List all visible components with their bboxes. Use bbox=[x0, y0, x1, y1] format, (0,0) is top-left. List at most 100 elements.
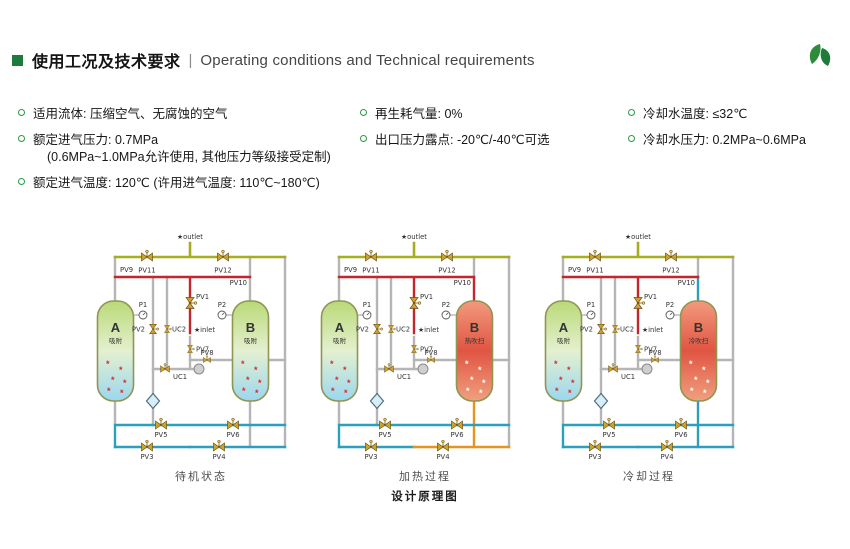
tank-a-letter: A bbox=[111, 320, 121, 335]
label-p1: P1 bbox=[587, 301, 595, 309]
tank-b-body bbox=[455, 299, 494, 402]
label-pv7: PV7 bbox=[644, 345, 657, 353]
svg-text:*: * bbox=[571, 378, 575, 388]
brand-logo bbox=[809, 44, 831, 66]
spec-item-inlet-pressure: 额定进气压力: 0.7MPa (0.6MPa~1.0MPa允许使用, 其他压力等… bbox=[18, 132, 360, 166]
gauge-p1-icon bbox=[362, 310, 372, 319]
pipe-bottom-line1 bbox=[337, 423, 511, 448]
specs-section: 适用流体: 压缩空气、无腐蚀的空气 额定进气压力: 0.7MPa (0.6MPa… bbox=[18, 106, 850, 201]
pipe-outlet-manifold bbox=[337, 241, 511, 258]
tank-a-state-label: 吸附 bbox=[557, 336, 571, 345]
tank-a-body bbox=[544, 299, 583, 402]
tank-b-state-label: 冷吹扫 bbox=[689, 336, 709, 345]
label-pv8: PV8 bbox=[648, 349, 661, 357]
label-p2: P2 bbox=[666, 301, 674, 309]
spec-column-3: 冷却水温度: ≤32℃ 冷却水压力: 0.2MPa~0.6MPa bbox=[628, 106, 850, 201]
section-header: 使用工况及技术要求 | Operating conditions and Tec… bbox=[12, 48, 850, 72]
diagram-card: A 吸附 *** *** B 冷吹扫 *** *** bbox=[543, 229, 755, 484]
spec-column-1: 适用流体: 压缩空气、无腐蚀的空气 额定进气压力: 0.7MPa (0.6MPa… bbox=[18, 106, 360, 201]
valve-pv6-icon bbox=[451, 417, 463, 429]
svg-text:*: * bbox=[330, 359, 334, 369]
label-pv5: PV5 bbox=[154, 431, 167, 439]
spec-subtext: (0.6MPa~1.0MPa允许使用, 其他压力等级接受定制) bbox=[47, 149, 331, 164]
label-pv1: PV1 bbox=[420, 293, 433, 301]
label-pv6: PV6 bbox=[450, 431, 463, 439]
label-pv12: PV12 bbox=[662, 266, 679, 274]
label-pv1: PV1 bbox=[196, 293, 209, 301]
strainer-diamond bbox=[145, 392, 161, 409]
label-p2: P2 bbox=[218, 301, 226, 309]
tank-b-specks: *** *** bbox=[241, 359, 262, 398]
outlet-label: ★outlet bbox=[625, 233, 651, 241]
diagrams-row: A 吸附 *** *** B 吸附 *** *** bbox=[0, 229, 850, 484]
diagram-caption: 待机状态 bbox=[175, 470, 227, 483]
label-pv9: PV9 bbox=[344, 266, 357, 274]
valve-pv6-icon bbox=[227, 417, 239, 429]
valve-pv3-icon bbox=[589, 439, 601, 451]
tank-b-specks: *** *** bbox=[689, 359, 710, 398]
tank-a-state-label: 吸附 bbox=[333, 336, 347, 345]
valve-pv12-icon bbox=[665, 249, 677, 261]
spec-text: 冷却水压力: 0.2MPa~0.6MPa bbox=[643, 132, 806, 147]
label-p1: P1 bbox=[139, 301, 147, 309]
svg-text:*: * bbox=[554, 359, 558, 369]
valve-pv12-icon bbox=[217, 249, 229, 261]
valve-pv12-icon bbox=[441, 249, 453, 261]
label-uc2: UC2 bbox=[172, 325, 186, 333]
diagram-caption: 加热过程 bbox=[399, 470, 451, 483]
label-pv4: PV4 bbox=[212, 453, 225, 461]
svg-text:*: * bbox=[254, 365, 258, 375]
tank-a-specks: *** *** bbox=[106, 359, 127, 398]
spec-column-2: 再生耗气量: 0% 出口压力露点: -20℃/-40℃可选 bbox=[360, 106, 628, 201]
valve-pv4-icon bbox=[213, 439, 225, 451]
bullet-icon bbox=[628, 109, 635, 116]
tank-a: A 吸附 *** *** bbox=[544, 299, 583, 402]
inlet-label: ★inlet bbox=[418, 326, 439, 334]
tank-b-body bbox=[231, 299, 270, 402]
valve-pv11-icon bbox=[141, 249, 153, 261]
brand-logo-leaf-right bbox=[820, 48, 831, 66]
strainer-diamond bbox=[593, 392, 609, 409]
tank-b-state-label: 热吹扫 bbox=[465, 336, 485, 345]
svg-text:*: * bbox=[568, 388, 572, 398]
diagram-card: A 吸附 *** *** B 热吹扫 *** *** bbox=[319, 229, 531, 484]
valve-pv5-icon bbox=[379, 417, 391, 429]
tank-b-letter: B bbox=[694, 320, 703, 335]
label-pv12: PV12 bbox=[438, 266, 455, 274]
green-square-icon bbox=[12, 54, 23, 66]
svg-text:*: * bbox=[343, 365, 347, 375]
svg-text:*: * bbox=[344, 388, 348, 398]
inlet-label: ★inlet bbox=[194, 326, 215, 334]
valve-pv5-icon bbox=[155, 417, 167, 429]
tank-b: B 吸附 *** *** bbox=[231, 299, 270, 402]
inlet-label: ★inlet bbox=[642, 326, 663, 334]
label-uc1: UC1 bbox=[173, 373, 187, 381]
label-uc1: UC1 bbox=[397, 373, 411, 381]
svg-text:*: * bbox=[478, 365, 482, 375]
tank-a-specks: *** *** bbox=[330, 359, 351, 398]
svg-text:*: * bbox=[555, 386, 559, 396]
tank-a-body bbox=[320, 299, 359, 402]
valve-pv4-icon bbox=[661, 439, 673, 451]
outlet-label: ★outlet bbox=[401, 233, 427, 241]
label-uc2: UC2 bbox=[620, 325, 634, 333]
valve-pv2-icon bbox=[149, 323, 160, 334]
muffler bbox=[193, 363, 205, 374]
gauge-p2-icon bbox=[217, 310, 227, 319]
gauge-p2-icon bbox=[665, 310, 675, 319]
svg-text:*: * bbox=[120, 388, 124, 398]
label-pv12: PV12 bbox=[214, 266, 231, 274]
muffler bbox=[417, 363, 429, 374]
tank-b-letter: B bbox=[470, 320, 479, 335]
tank-a-specks: *** *** bbox=[554, 359, 575, 398]
spec-text: 额定进气压力: 0.7MPa bbox=[33, 132, 159, 147]
tank-b-state-label: 吸附 bbox=[244, 336, 258, 345]
svg-text:*: * bbox=[106, 359, 110, 369]
valve-uc2-icon bbox=[612, 324, 620, 333]
svg-text:*: * bbox=[246, 375, 250, 385]
label-pv5: PV5 bbox=[602, 431, 615, 439]
label-pv10: PV10 bbox=[230, 279, 247, 287]
valve-pv11-icon bbox=[589, 249, 601, 261]
label-pv3: PV3 bbox=[140, 453, 153, 461]
tank-b: B 冷吹扫 *** *** bbox=[679, 299, 718, 402]
